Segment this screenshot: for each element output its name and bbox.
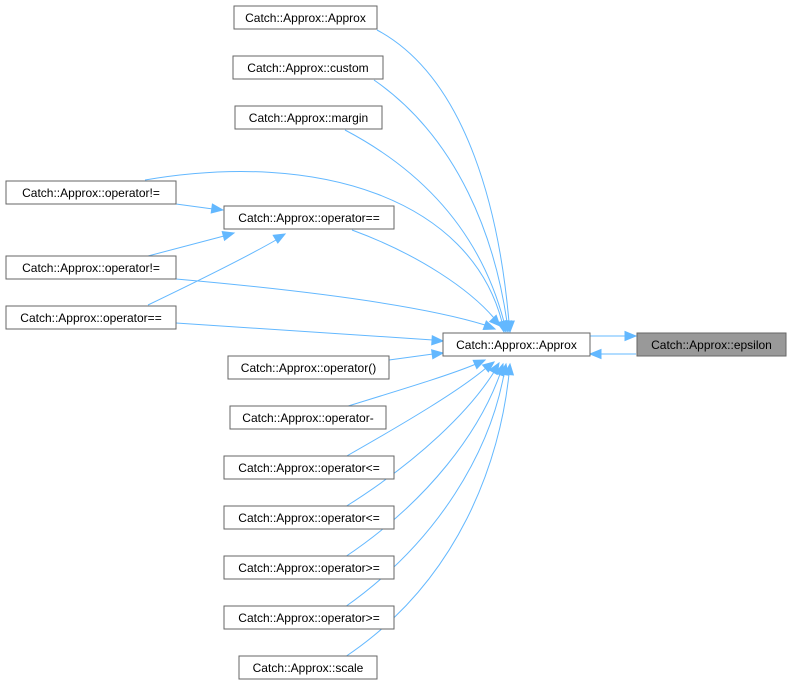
- edge-approx-to-epsilon: [590, 330, 638, 342]
- node-op-le-2[interactable]: Catch::Approx::operator<=: [223, 505, 395, 530]
- svg-text:Catch::Approx::operator!=: Catch::Approx::operator!=: [22, 261, 160, 275]
- node-op-ne-2[interactable]: Catch::Approx::operator!=: [5, 255, 177, 280]
- edge-op-eq-mid: [351, 229, 501, 327]
- svg-text:Catch::Approx::operator-: Catch::Approx::operator-: [242, 411, 373, 425]
- node-op-eq-mid[interactable]: Catch::Approx::operator==: [223, 205, 395, 230]
- graph-nodes: Catch::Approx::Approx Catch::Approx::cus…: [5, 5, 787, 680]
- node-margin[interactable]: Catch::Approx::margin: [234, 105, 383, 130]
- node-op-minus[interactable]: Catch::Approx::operator-: [229, 405, 387, 430]
- svg-text:Catch::Approx::Approx: Catch::Approx::Approx: [245, 11, 366, 25]
- edge-approx-ctor-top: [376, 29, 515, 334]
- svg-text:Catch::Approx::operator==: Catch::Approx::operator==: [20, 311, 161, 325]
- svg-text:Catch::Approx::operator>=: Catch::Approx::operator>=: [238, 611, 379, 625]
- svg-text:Catch::Approx::operator>=: Catch::Approx::operator>=: [238, 561, 379, 575]
- edge-op-ne-1-to-op-eq-mid: [175, 203, 225, 214]
- edge-epsilon-to-approx: [588, 348, 636, 360]
- node-op-ne-1[interactable]: Catch::Approx::operator!=: [5, 180, 177, 205]
- edge-op-minus: [344, 359, 487, 408]
- node-epsilon[interactable]: Catch::Approx::epsilon: [636, 332, 787, 357]
- svg-text:Catch::Approx::operator<=: Catch::Approx::operator<=: [238, 461, 379, 475]
- edge-op-eq-left: [175, 322, 445, 346]
- edge-op-ne-1-arc: [144, 171, 507, 334]
- svg-text:Catch::Approx::scale: Catch::Approx::scale: [253, 661, 364, 675]
- edge-op-eq-left-to-op-eq-mid: [147, 233, 287, 306]
- node-op-eq-left[interactable]: Catch::Approx::operator==: [5, 305, 177, 330]
- svg-text:Catch::Approx::Approx: Catch::Approx::Approx: [456, 338, 577, 352]
- edge-op-ne-2: [175, 278, 497, 331]
- svg-text:Catch::Approx::operator==: Catch::Approx::operator==: [238, 211, 379, 225]
- edge-op-ne-2-to-op-eq-mid: [147, 231, 236, 257]
- node-custom[interactable]: Catch::Approx::custom: [232, 55, 384, 80]
- node-scale[interactable]: Catch::Approx::scale: [238, 655, 378, 680]
- edge-margin: [344, 129, 509, 334]
- node-approx-ctor-top[interactable]: Catch::Approx::Approx: [233, 5, 378, 30]
- node-approx-center[interactable]: Catch::Approx::Approx: [442, 332, 591, 357]
- svg-text:Catch::Approx::operator!=: Catch::Approx::operator!=: [22, 186, 160, 200]
- svg-text:Catch::Approx::epsilon: Catch::Approx::epsilon: [651, 338, 772, 352]
- svg-text:Catch::Approx::custom: Catch::Approx::custom: [247, 61, 368, 75]
- edge-op-le-1: [344, 361, 496, 458]
- node-op-call[interactable]: Catch::Approx::operator(): [227, 355, 390, 380]
- edge-op-le-2: [344, 361, 500, 508]
- node-op-ge-2[interactable]: Catch::Approx::operator>=: [223, 605, 395, 630]
- edge-op-call: [388, 349, 445, 361]
- node-op-le-1[interactable]: Catch::Approx::operator<=: [223, 455, 395, 480]
- svg-text:Catch::Approx::operator<=: Catch::Approx::operator<=: [238, 511, 379, 525]
- node-op-ge-1[interactable]: Catch::Approx::operator>=: [223, 555, 395, 580]
- svg-text:Catch::Approx::operator(): Catch::Approx::operator(): [241, 361, 376, 375]
- svg-text:Catch::Approx::margin: Catch::Approx::margin: [249, 111, 368, 125]
